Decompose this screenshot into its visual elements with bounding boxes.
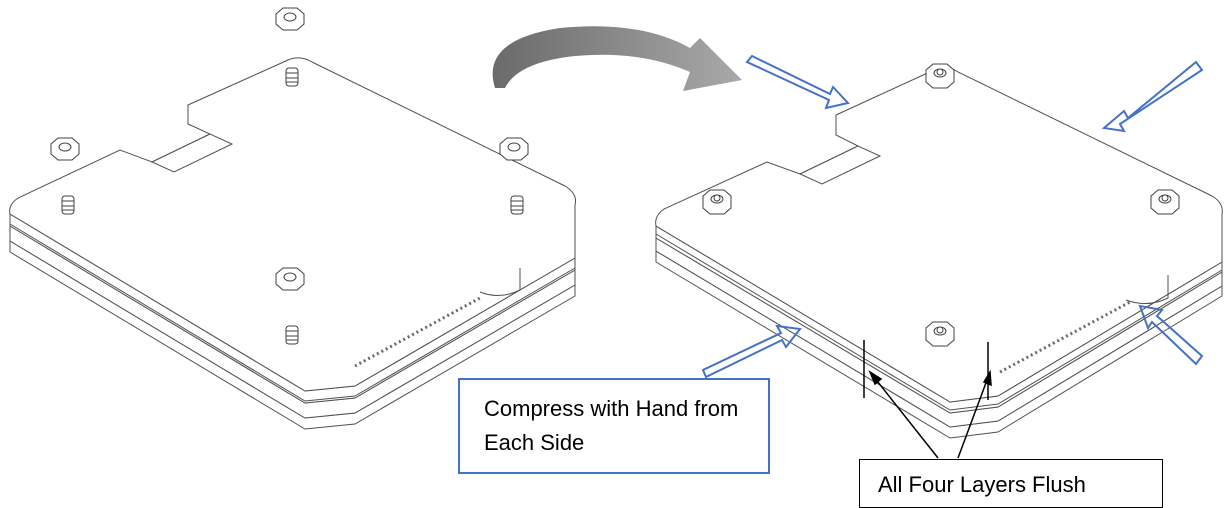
hex-nut xyxy=(275,267,305,291)
standoff xyxy=(61,195,75,215)
hollow-arrow-icon xyxy=(701,324,802,379)
right-case-assembly xyxy=(655,66,1223,439)
hex-nut xyxy=(275,7,305,31)
hex-nut xyxy=(499,137,529,161)
standoff xyxy=(510,195,524,215)
seated-hex-nut xyxy=(925,63,955,89)
hollow-arrow-icon xyxy=(1138,304,1204,366)
curved-rotate-arrow-icon xyxy=(492,26,742,91)
hollow-arrow-icon xyxy=(1101,60,1204,133)
left-side-connector xyxy=(479,268,521,296)
seated-hex-nut xyxy=(1150,189,1180,215)
flush-callout-pointers xyxy=(868,369,992,459)
hollow-arrow-icon xyxy=(745,54,850,110)
compress-callout-text: Compress with Hand from Each Side xyxy=(484,396,739,455)
right-hardware xyxy=(702,63,1180,347)
hex-nut xyxy=(50,137,80,161)
standoff xyxy=(285,325,299,345)
press-arrows xyxy=(701,54,1204,379)
flush-indicator-lines xyxy=(863,340,989,400)
flush-callout: All Four Layers Flush xyxy=(859,459,1163,508)
right-side-connector xyxy=(1125,275,1169,304)
right-slot xyxy=(798,145,882,185)
left-gpio-pins xyxy=(354,296,481,368)
seated-hex-nut xyxy=(702,189,732,215)
standoff xyxy=(285,67,299,87)
seated-hex-nut xyxy=(925,321,955,347)
flush-callout-text: All Four Layers Flush xyxy=(878,472,1086,497)
left-case-top-plate xyxy=(9,57,576,392)
left-slot xyxy=(150,133,234,173)
compress-callout: Compress with Hand from Each Side xyxy=(458,378,770,474)
left-case-assembly xyxy=(9,57,576,430)
left-hardware xyxy=(50,7,529,345)
